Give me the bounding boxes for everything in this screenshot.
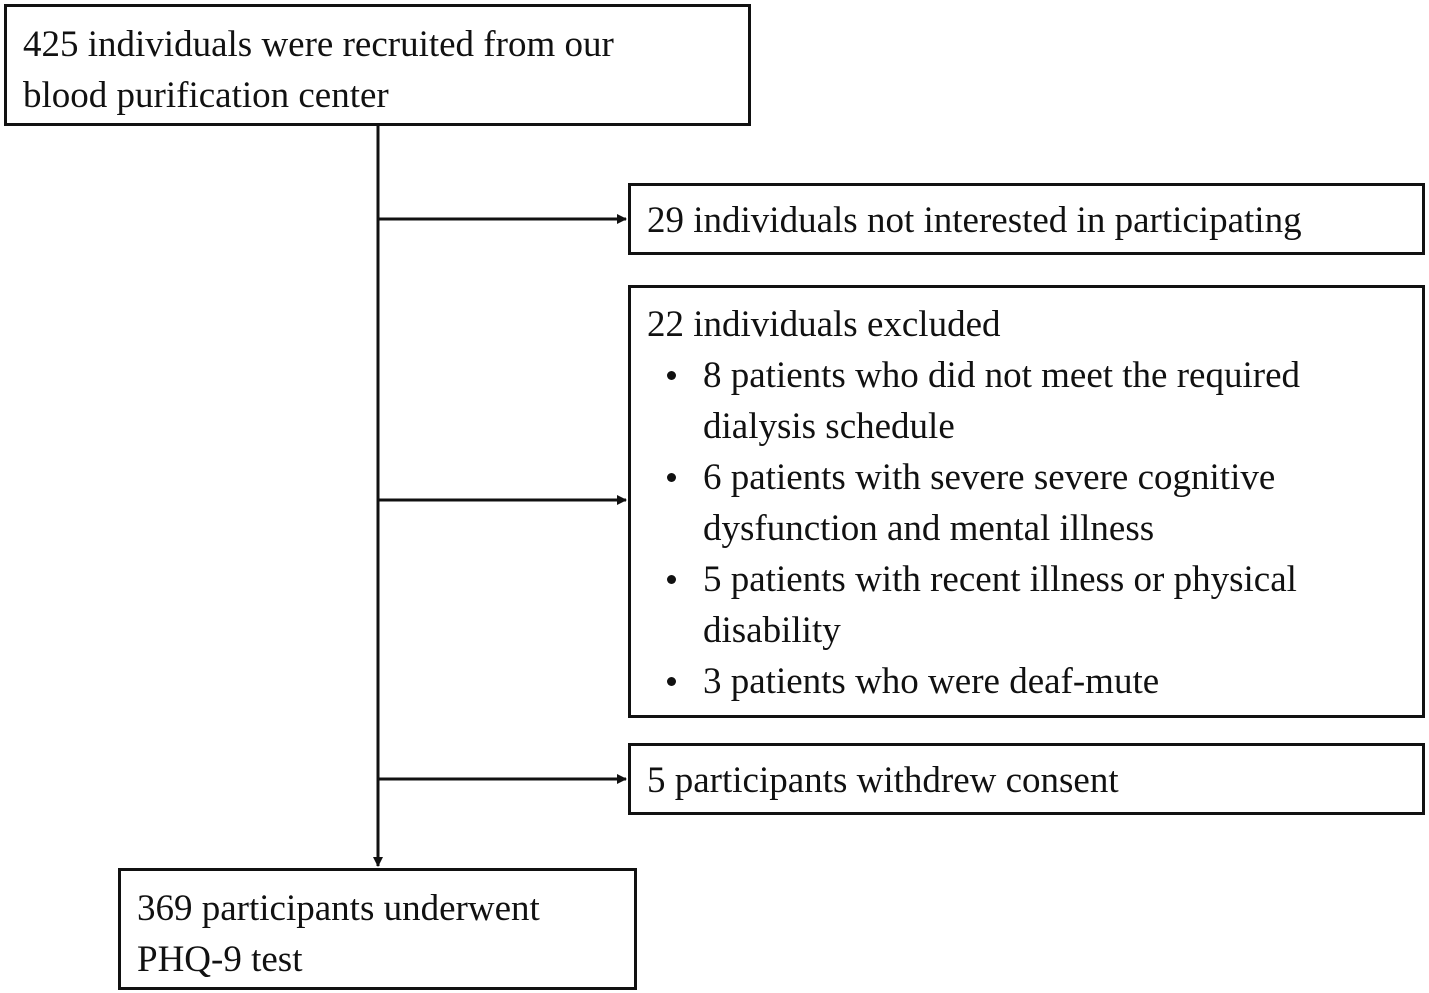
recruited-text-line-1: 425 individuals were recruited from our — [23, 24, 614, 65]
exclusion-reason-text: 3 patients who were deaf-mute — [703, 661, 1160, 702]
exclusion-reason-item: 3 patients who were deaf-mute — [647, 656, 1422, 707]
exclusion-reason-text: 5 patients with recent illness or physic… — [703, 559, 1297, 651]
bullet-icon — [667, 677, 676, 686]
recruited-box: 425 individuals were recruited from our … — [4, 4, 751, 126]
not-interested-box: 29 individuals not interested in partici… — [628, 183, 1425, 255]
exclusion-reasons-list: 8 patients who did not meet the required… — [647, 350, 1422, 707]
exclusion-reason-item: 5 patients with recent illness or physic… — [647, 554, 1422, 656]
withdrew-text: 5 participants withdrew consent — [647, 760, 1119, 801]
exclusion-reason-item: 8 patients who did not meet the required… — [647, 350, 1422, 452]
not-interested-text: 29 individuals not interested in partici… — [647, 200, 1302, 241]
final-text-line-1: 369 participants underwent — [137, 888, 540, 929]
final-participants-box: 369 participants underwent PHQ-9 test — [118, 868, 637, 990]
excluded-title: 22 individuals excluded — [647, 304, 1001, 345]
exclusion-reason-item: 6 patients with severe severe cognitive … — [647, 452, 1422, 554]
bullet-icon — [667, 473, 676, 482]
bullet-icon — [667, 575, 676, 584]
recruited-text-line-2: blood purification center — [23, 75, 389, 116]
exclusion-reason-text: 6 patients with severe severe cognitive … — [703, 457, 1276, 549]
final-text-line-2: PHQ-9 test — [137, 939, 303, 980]
withdrew-box: 5 participants withdrew consent — [628, 743, 1425, 815]
excluded-box: 22 individuals excluded 8 patients who d… — [628, 285, 1425, 718]
bullet-icon — [667, 371, 676, 380]
exclusion-reason-text: 8 patients who did not meet the required… — [703, 355, 1300, 447]
